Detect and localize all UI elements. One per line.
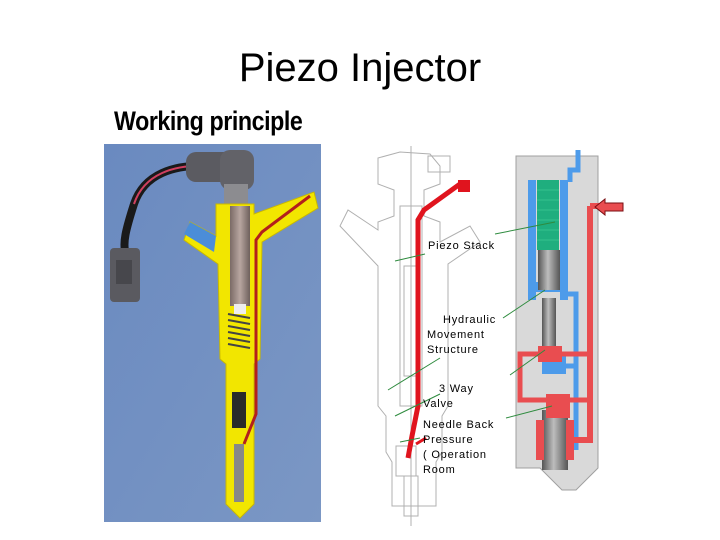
label-3-way: 3 Way: [439, 383, 474, 395]
fuel-inlet-arrow-icon: [594, 198, 624, 216]
label-valve: Valve: [423, 398, 454, 410]
label-needle-back: Needle Back: [423, 419, 495, 431]
label-hydraulic: Hydraulic: [443, 314, 497, 326]
label-piezo-stack: Piezo Stack: [428, 240, 495, 252]
label-operation: ( Operation: [423, 449, 487, 461]
label-structure: Structure: [427, 344, 479, 356]
label-movement: Movement: [427, 329, 485, 341]
slide-subtitle: Working principle: [114, 106, 303, 136]
cutaway-photo: [104, 144, 321, 522]
label-room: Room: [423, 464, 456, 476]
label-pressure: Pressure: [423, 434, 474, 446]
slide-title: Piezo Injector: [238, 46, 482, 90]
